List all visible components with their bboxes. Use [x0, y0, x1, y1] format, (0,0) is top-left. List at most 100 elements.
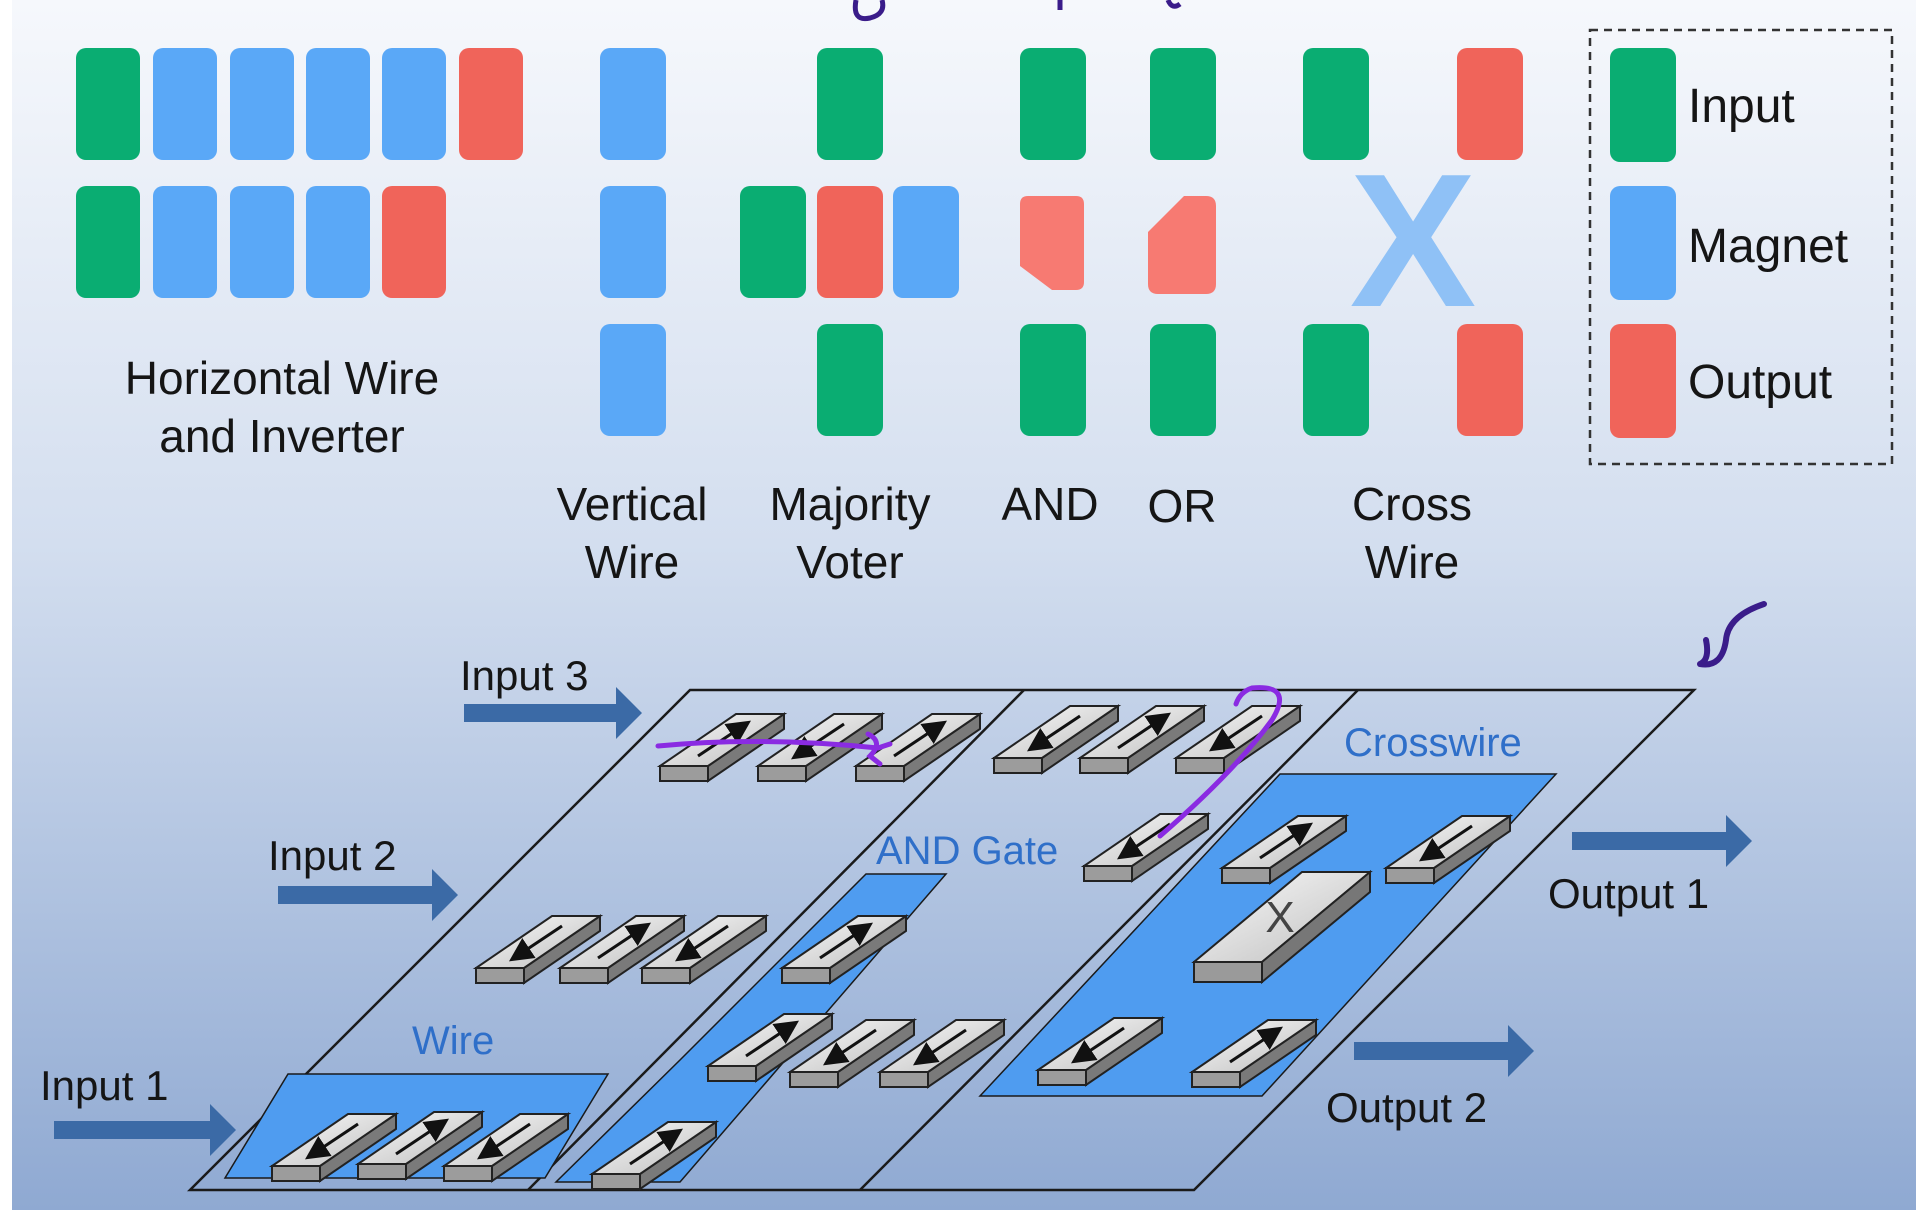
nanomagnet	[778, 914, 910, 985]
input-cell	[817, 48, 883, 160]
magnetization-arrow	[675, 924, 729, 962]
nanomagnet-front	[707, 1065, 757, 1082]
magnetization-arrow	[913, 1028, 967, 1066]
horizontal-wire-gate: Horizontal Wire and Inverter	[76, 48, 523, 462]
nanomagnet-front	[1221, 867, 1271, 884]
magnet-cell	[382, 48, 446, 160]
output-cell	[817, 186, 883, 298]
nanomagnet	[1382, 814, 1514, 885]
legend-swatch-magnet	[1610, 186, 1676, 300]
substrate-divider	[527, 689, 1025, 1191]
magnet-cell	[600, 324, 666, 436]
nanomagnet	[268, 1112, 400, 1183]
nanomagnet	[1188, 1018, 1320, 1089]
input-cell	[76, 48, 140, 160]
cross-wire-label-2: Wire	[1365, 536, 1460, 588]
cross-bar-front	[1193, 961, 1263, 983]
nanomagnet	[990, 704, 1122, 775]
majority-voter-label-1: Majority	[769, 478, 930, 530]
magnetization-arrow	[745, 1020, 799, 1058]
legend-label-input: Input	[1688, 80, 1795, 133]
nanomagnet	[440, 1112, 572, 1183]
magnet-cell	[306, 48, 370, 160]
nanomagnet	[472, 914, 604, 985]
magnetization-arrow	[1259, 822, 1313, 860]
handwritten-curve-annotation	[1157, 685, 1283, 839]
nanomagnet	[638, 914, 770, 985]
magnetization-arrow	[477, 1122, 531, 1160]
nanomagnet-front	[271, 1165, 321, 1182]
output-2-arrow	[1354, 1025, 1534, 1077]
input-1-label: Input 1	[40, 1062, 168, 1109]
nanomagnet-front	[993, 757, 1043, 774]
legend-label-output: Output	[1688, 356, 1832, 409]
cross-bar-side	[1261, 869, 1371, 985]
nanomagnet	[1080, 812, 1212, 883]
output-cell	[459, 48, 523, 160]
magnetization-arrow	[1117, 712, 1171, 750]
input-2-arrow	[278, 869, 458, 921]
vertical-wire-label-1: Vertical	[557, 478, 708, 530]
magnet-cell	[893, 186, 959, 298]
handwritten-mark-top	[1165, 0, 1182, 9]
magnetization-arrow	[819, 922, 873, 960]
legend-box	[1588, 28, 1894, 466]
nanomagnet-front	[789, 1071, 839, 1088]
input-cell	[76, 186, 140, 298]
magnetization-arrow	[395, 1118, 449, 1156]
magnet-cell	[230, 186, 294, 298]
magnet-cell	[600, 48, 666, 160]
nanomagnet-front	[781, 967, 831, 984]
magnetization-arrow	[1229, 1026, 1283, 1064]
input-cell	[1150, 48, 1216, 160]
nanomagnet-front	[1191, 1071, 1241, 1088]
nanomagnet	[852, 712, 984, 783]
magnetization-arrow	[1209, 714, 1263, 752]
magnet-cell	[153, 48, 217, 160]
magnetization-arrow	[629, 1128, 683, 1166]
output-2-label: Output 2	[1326, 1084, 1487, 1131]
vertical-wire-label-2: Wire	[585, 536, 680, 588]
output-cell	[382, 186, 446, 298]
nanomagnet	[786, 1018, 918, 1089]
input-3-label: Input 3	[460, 652, 588, 699]
magnetization-arrow	[1117, 822, 1171, 860]
magnetization-arrow	[893, 720, 947, 758]
nanomagnet	[354, 1110, 486, 1181]
magnet-cell	[230, 48, 294, 160]
and-label: AND	[1001, 478, 1098, 530]
horizontal-wire-label-2: and Inverter	[159, 410, 404, 462]
input-3-arrow	[464, 687, 642, 739]
output-cell-and-shape	[1020, 196, 1084, 290]
magnetization-arrow	[597, 922, 651, 960]
input-cell	[1303, 324, 1369, 436]
circuit-diagram: Wire AND Gate Crosswire Input 1 Input 2 …	[40, 601, 1767, 1192]
nanomagnet	[588, 1120, 720, 1191]
handwritten-check-annotation	[1697, 601, 1767, 668]
nanomagnet-front	[1037, 1069, 1087, 1086]
input-cell	[817, 324, 883, 436]
magnetization-arrow	[509, 924, 563, 962]
region-label-wire: Wire	[412, 1019, 494, 1063]
nanomagnet-front	[591, 1173, 641, 1190]
region-label-crosswire: Crosswire	[1344, 721, 1522, 765]
horizontal-wire-label-1: Horizontal Wire	[125, 352, 439, 404]
output-cell	[1457, 324, 1523, 436]
cross-wire-label-1: Cross	[1352, 478, 1472, 530]
nanomagnet	[754, 712, 886, 783]
nanomagnet-front	[1385, 867, 1435, 884]
magnetization-arrow	[1071, 1026, 1125, 1064]
input-cell	[1020, 48, 1086, 160]
cross-wire-gate: X Cross Wire	[1303, 48, 1523, 588]
magnetization-arrow	[823, 1028, 877, 1066]
input-cell	[1020, 324, 1086, 436]
magnetization-arrow	[791, 722, 845, 760]
legend: Input Magnet Output	[1588, 28, 1894, 466]
nanomagnet-front	[475, 967, 525, 984]
and-gate: AND	[1001, 48, 1099, 530]
or-gate: OR	[1148, 48, 1217, 532]
nanomagnet	[1034, 1016, 1166, 1087]
legend-swatch-output	[1610, 324, 1676, 438]
